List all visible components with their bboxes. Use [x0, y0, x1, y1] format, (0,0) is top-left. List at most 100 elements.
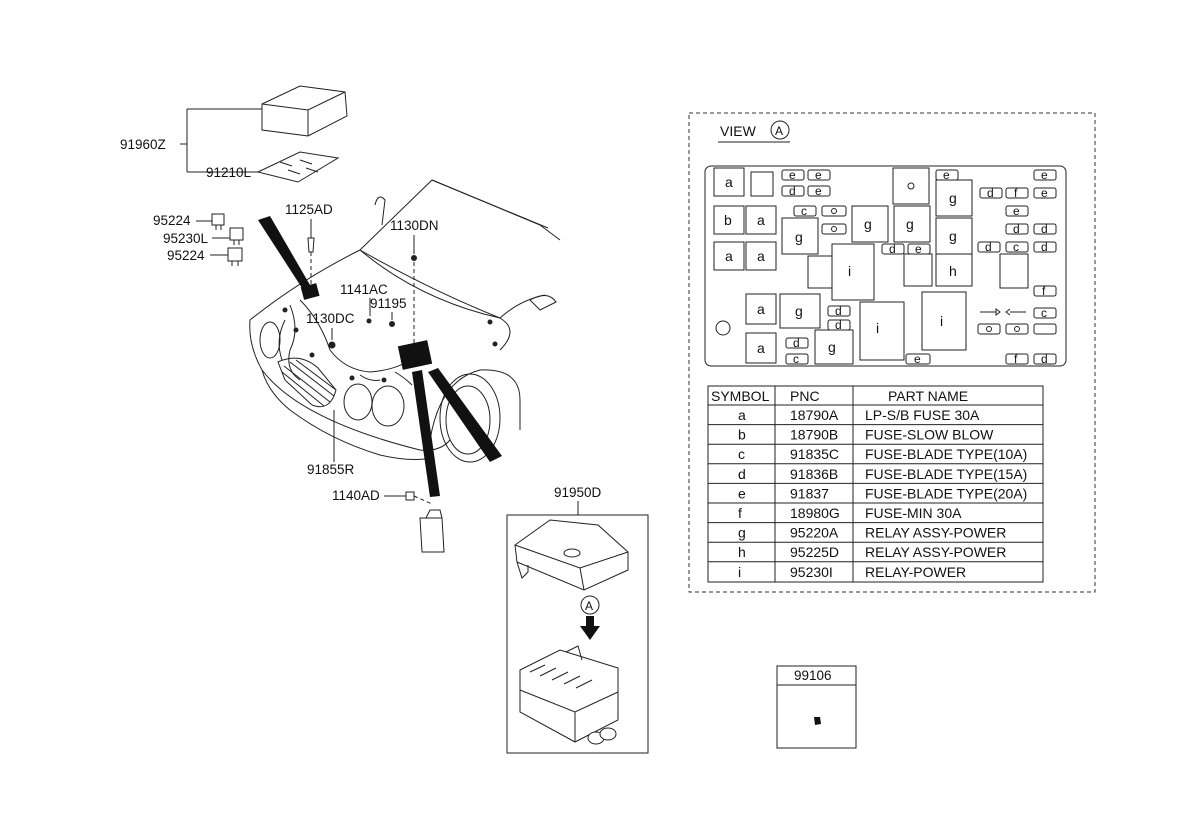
slot-g-6: g	[795, 303, 803, 319]
view-marker: A	[775, 124, 783, 138]
slot-c-3: c	[1013, 240, 1019, 254]
table-cell-part-name: RELAY ASSY-POWER	[865, 525, 1006, 541]
slot-f-2: f	[1042, 284, 1046, 298]
slot-g-7: g	[828, 339, 836, 355]
table-cell-symbol: h	[738, 544, 746, 560]
slot-g-1: g	[795, 229, 803, 245]
table-cell-part-name: FUSE-MIN 30A	[865, 505, 962, 521]
table-cell-part-name: FUSE-BLADE TYPE(20A)	[865, 485, 1027, 501]
slot-f-1: f	[1014, 186, 1018, 200]
callout-1125AD: 1125AD	[285, 202, 333, 217]
callout-91855R: 91855R	[307, 462, 355, 477]
relay-box-cover-group: 91960Z 91210L	[120, 85, 348, 183]
slot-c-4: c	[1041, 306, 1047, 320]
callout-1140AD: 1140AD	[332, 488, 380, 503]
view-a-panel: VIEW A a b a a a a a e e d e g c g g g g…	[688, 112, 1096, 593]
detail-marker-a: A	[585, 599, 593, 613]
slot-a-5: a	[757, 301, 765, 317]
slot-i-3: i	[940, 313, 943, 329]
table-cell-part-name: LP-S/B FUSE 30A	[865, 407, 980, 423]
slot-g-4: g	[949, 190, 957, 206]
slot-d-1: d	[789, 184, 796, 198]
slot-d-11: d	[1041, 352, 1048, 366]
slot-g-2: g	[864, 216, 872, 232]
slot-i-2: i	[876, 320, 879, 336]
fuse-box-assy-panel: 91950D A	[506, 485, 649, 754]
table-cell-symbol: b	[738, 427, 746, 443]
slot-d-9: d	[985, 240, 992, 254]
callout-95230L: 95230L	[163, 231, 209, 246]
table-cell-symbol: d	[738, 466, 746, 482]
slot-d-5: d	[793, 336, 800, 350]
callout-95224-upper: 95224	[153, 213, 191, 228]
table-cell-part-name: FUSE-BLADE TYPE(15A)	[865, 466, 1027, 482]
table-cell-part-name: RELAY-POWER	[865, 564, 966, 580]
slot-f-3: f	[1014, 352, 1018, 366]
slot-e-5: e	[915, 242, 922, 256]
slot-d-2: d	[889, 242, 896, 256]
callout-91950D: 91950D	[554, 485, 602, 500]
callout-1141AC: 1141AC	[340, 282, 388, 297]
callout-91960Z: 91960Z	[120, 137, 166, 152]
slot-d-6: d	[987, 186, 994, 200]
table-cell-symbol: i	[738, 564, 741, 580]
slot-d-4: d	[835, 318, 842, 332]
slot-a-3: a	[725, 248, 733, 264]
callout-1130DN: 1130DN	[390, 218, 439, 233]
slot-e-1: e	[789, 168, 796, 182]
slot-b-1: b	[724, 212, 732, 228]
slot-e-6: e	[914, 352, 921, 366]
callout-91210L: 91210L	[206, 165, 252, 180]
view-title: VIEW	[720, 123, 757, 139]
slot-c-1: c	[801, 204, 807, 218]
slot-d-10: d	[1041, 240, 1048, 254]
table-cell-symbol: f	[738, 505, 742, 521]
slot-e-7: e	[1041, 186, 1048, 200]
part-99106-panel: 99106	[776, 665, 857, 749]
table-cell-part-name: FUSE-SLOW BLOW	[865, 427, 994, 443]
table-cell-pnc: 18790A	[790, 407, 839, 423]
car-illustration	[249, 179, 561, 553]
slot-e-2: e	[815, 168, 822, 182]
slot-a-2: a	[757, 212, 765, 228]
table-cell-pnc: 95225D	[790, 544, 839, 560]
slot-e-3: e	[815, 184, 822, 198]
table-cell-symbol: c	[738, 446, 745, 462]
slot-e-8: e	[1041, 168, 1048, 182]
slot-g-5: g	[949, 228, 957, 244]
slot-g-3: g	[906, 216, 914, 232]
callout-1130DC: 1130DC	[306, 311, 355, 326]
table-cell-pnc: 95220A	[790, 525, 839, 541]
table-cell-pnc: 91836B	[790, 466, 838, 482]
table-cell-pnc: 91837	[790, 485, 829, 501]
slot-a-6: a	[757, 340, 765, 356]
slot-e-9: e	[1013, 204, 1020, 218]
table-header-symbol: SYMBOL	[711, 388, 770, 404]
slot-i-1: i	[848, 263, 851, 279]
slot-d-7: d	[1013, 222, 1020, 236]
table-cell-pnc: 95230I	[790, 564, 833, 580]
table-cell-symbol: e	[738, 485, 746, 501]
table-cell-pnc: 91835C	[790, 446, 839, 462]
legend-table: SYMBOL PNC PART NAME a 18790A LP-S/B FUSE …	[707, 385, 1044, 583]
table-cell-part-name: RELAY ASSY-POWER	[865, 544, 1006, 560]
table-header-part-name: PART NAME	[888, 388, 968, 404]
slot-d-3: d	[835, 304, 842, 318]
slot-c-2: c	[793, 352, 799, 366]
callout-99106: 99106	[794, 668, 832, 683]
car-callouts: 1125AD 1130DN 1141AC 91195 1130DC 91855R…	[285, 202, 439, 505]
slot-d-8: d	[1041, 222, 1048, 236]
relays-group: 95224 95230L 95224	[153, 213, 244, 266]
slot-e-4: e	[943, 168, 950, 182]
table-cell-symbol: a	[738, 407, 746, 423]
table-header-pnc: PNC	[790, 388, 820, 404]
slot-h-1: h	[949, 263, 957, 279]
table-cell-pnc: 18980G	[790, 505, 840, 521]
callout-91195: 91195	[370, 296, 407, 311]
slot-a-4: a	[757, 248, 765, 264]
callout-95224-lower: 95224	[167, 248, 205, 263]
table-cell-pnc: 18790B	[790, 427, 838, 443]
table-cell-symbol: g	[738, 525, 746, 541]
slot-a-1: a	[725, 174, 733, 190]
